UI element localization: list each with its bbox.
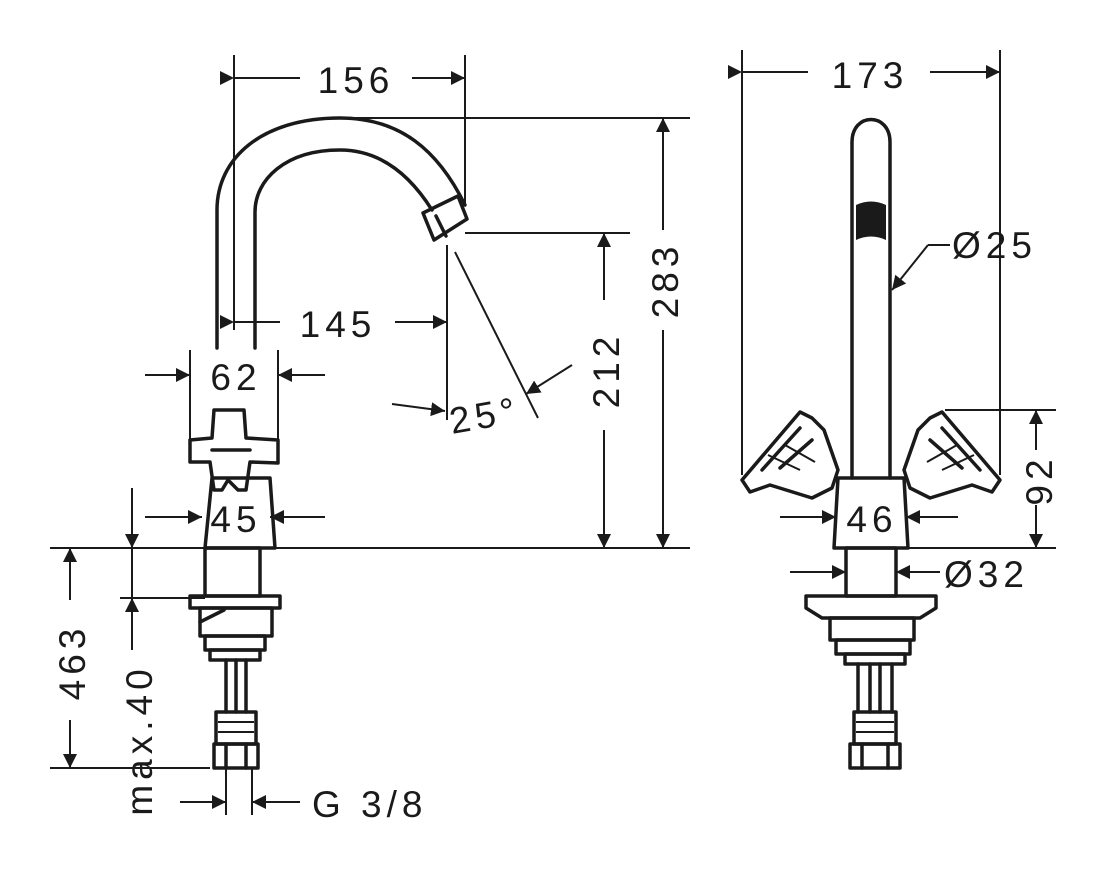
- dim-spout-reach-outer: 156: [220, 60, 465, 101]
- handle-cross: [188, 408, 280, 492]
- front-spout: [850, 117, 892, 480]
- front-view: 173 Ø25 46 Ø32 92: [728, 50, 1060, 770]
- dim-outlet-height: 212: [586, 233, 627, 548]
- mounting-plate: [188, 594, 282, 662]
- dim-base-width: 62: [145, 357, 325, 398]
- dim-overall-height: 283: [645, 118, 686, 548]
- dim-spout-diameter: Ø25: [891, 225, 1037, 291]
- front-extension-lines: [741, 50, 1056, 549]
- side-view: 156 145 62 45 283 21: [50, 55, 690, 825]
- dim-thread: G 3/8: [180, 784, 428, 825]
- supply-hoses: [212, 658, 260, 770]
- dim-spout-angle: 25°: [391, 364, 573, 442]
- dim-body-width: 45: [145, 499, 325, 540]
- dim-shank-diameter: Ø32: [790, 554, 1029, 595]
- dim-handle-span: 173: [728, 55, 1000, 96]
- dim-label-62: 62: [210, 357, 261, 398]
- dim-total-length: 463: [52, 548, 93, 768]
- dim-label-45: 45: [210, 499, 261, 540]
- dim-label-diameter-32: Ø32: [944, 554, 1029, 595]
- dim-label-25-degree: 25°: [446, 389, 523, 442]
- front-supply-hoses: [848, 662, 902, 770]
- dim-label-283: 283: [645, 242, 686, 319]
- dim-label-156: 156: [318, 60, 395, 101]
- spout-outline: [215, 116, 469, 350]
- front-handle-left: [740, 410, 840, 500]
- dim-max-counter: max.40: [119, 488, 160, 816]
- dim-handle-height: 92: [1019, 410, 1060, 548]
- dim-label-46: 46: [846, 499, 897, 540]
- dim-label-173: 173: [832, 55, 909, 96]
- dim-label-145: 145: [300, 304, 377, 345]
- dim-label-thread: G 3/8: [312, 784, 428, 825]
- dim-front-body-width: 46: [780, 499, 958, 540]
- dim-label-diameter-25: Ø25: [952, 225, 1037, 266]
- dim-label-92: 92: [1019, 454, 1060, 505]
- dim-label-212: 212: [586, 332, 627, 409]
- front-handle-right: [902, 410, 1002, 500]
- dim-spout-reach-inner: 145: [220, 304, 447, 345]
- dim-label-463: 463: [52, 624, 93, 701]
- dim-label-max-40: max.40: [119, 664, 160, 815]
